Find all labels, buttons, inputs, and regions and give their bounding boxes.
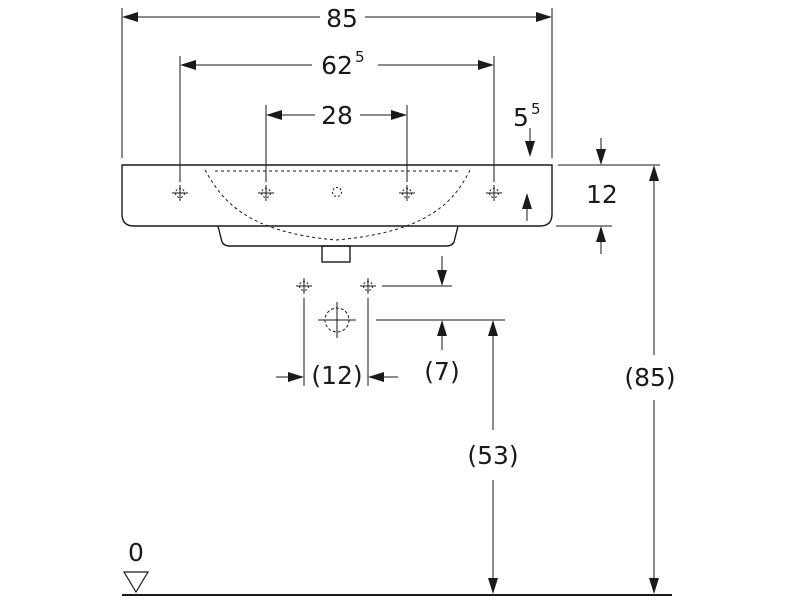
- inner-hole-spacing-dimension: 28: [265, 101, 408, 182]
- tap-hole-marker: [257, 184, 275, 202]
- overall-height-label: (85): [624, 363, 675, 392]
- waste-spacing-dimension: (12): [276, 298, 398, 390]
- waste-spacing-label: (12): [311, 361, 362, 390]
- basin-outline: [121, 164, 553, 263]
- overall-width-label: 85: [326, 4, 358, 33]
- rim-thickness-label: 12: [586, 180, 618, 209]
- waste-fixing-marker: [359, 277, 377, 295]
- floor-level-marker-icon: [122, 571, 150, 594]
- side-offset-label: 5: [513, 103, 529, 132]
- tap-hole-marker: [485, 184, 503, 202]
- waste-fixing-marker: [295, 277, 313, 295]
- side-offset-superscript: 5: [531, 100, 541, 118]
- tap-hole-spacing-label: 62: [321, 51, 353, 80]
- tap-hole-marker: [398, 184, 416, 202]
- waste-height-dimension: (53): [467, 320, 519, 594]
- floor-level-label: 0: [128, 538, 144, 567]
- waste-drop-dimension: (7): [376, 256, 505, 386]
- inner-hole-spacing-label: 28: [321, 101, 353, 130]
- rim-thickness-dimension: 12: [522, 138, 660, 254]
- tap-hole-spacing-dimension: 62 5: [179, 48, 495, 182]
- overall-height-dimension: (85): [624, 165, 676, 594]
- tap-hole-spacing-superscript: 5: [355, 48, 365, 66]
- tap-hole-marker: [171, 184, 189, 202]
- waste-drop-label: (7): [424, 357, 459, 386]
- floor-line: 0: [122, 538, 672, 596]
- waste-height-label: (53): [467, 441, 518, 470]
- waste-outlet: [318, 302, 356, 338]
- overall-width-dimension: 85: [121, 4, 553, 158]
- side-offset-dimension: 5 5: [513, 100, 541, 157]
